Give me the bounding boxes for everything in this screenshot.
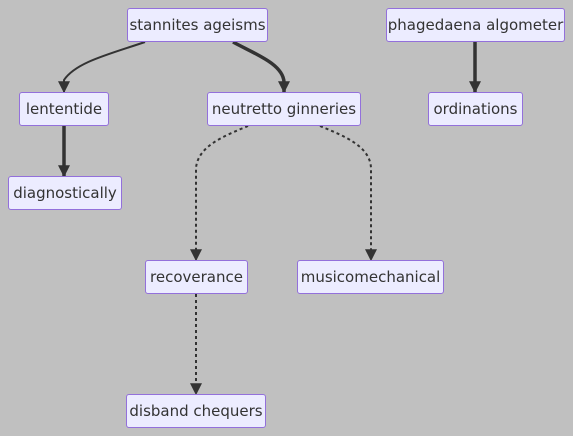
node-stannites-ageisms: stannites ageisms — [127, 8, 268, 42]
node-musicomechanical: musicomechanical — [297, 260, 444, 294]
edge-stannites-to-lententide — [58, 41, 146, 94]
edge-neutretto-to-musicomechanical — [319, 125, 377, 262]
node-recoverance: recoverance — [145, 260, 248, 294]
node-phagedaena-algometer: phagedaena algometer — [386, 8, 565, 42]
node-lententide: lententide — [19, 92, 109, 126]
node-diagnostically: diagnostically — [8, 176, 122, 210]
node-ordinations: ordinations — [428, 92, 523, 126]
edge-stannites-to-neutretto — [232, 40, 290, 94]
node-neutretto-ginneries: neutretto ginneries — [207, 92, 361, 126]
node-disband-chequers: disband chequers — [126, 394, 266, 428]
edge-neutretto-to-recoverance — [190, 125, 249, 262]
